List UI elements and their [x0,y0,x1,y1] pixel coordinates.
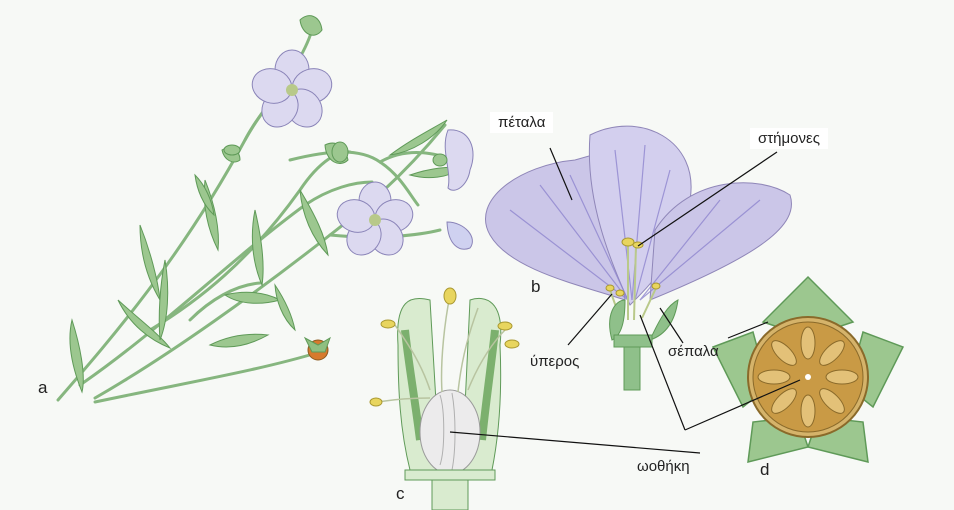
leader-pistil [568,294,612,345]
label-sepals: σέπαλα [668,343,719,360]
panel-letter-d: d [760,460,769,480]
branch-flower-2 [333,182,417,262]
branch-flower-1 [248,50,337,134]
label-petals: πέταλα [490,112,553,133]
label-pistil: ύπερος [530,353,579,370]
label-stamens: στήμονες [750,128,828,149]
capsule-cross-section-illustration [713,277,903,462]
branch-flower-side [445,130,473,249]
panel-letter-c: c [396,484,405,504]
panel-letter-a: a [38,378,47,398]
panel-letter-b: b [531,277,540,297]
label-ovary: ωοθήκη [637,458,690,475]
pistil-section-illustration [370,288,519,510]
